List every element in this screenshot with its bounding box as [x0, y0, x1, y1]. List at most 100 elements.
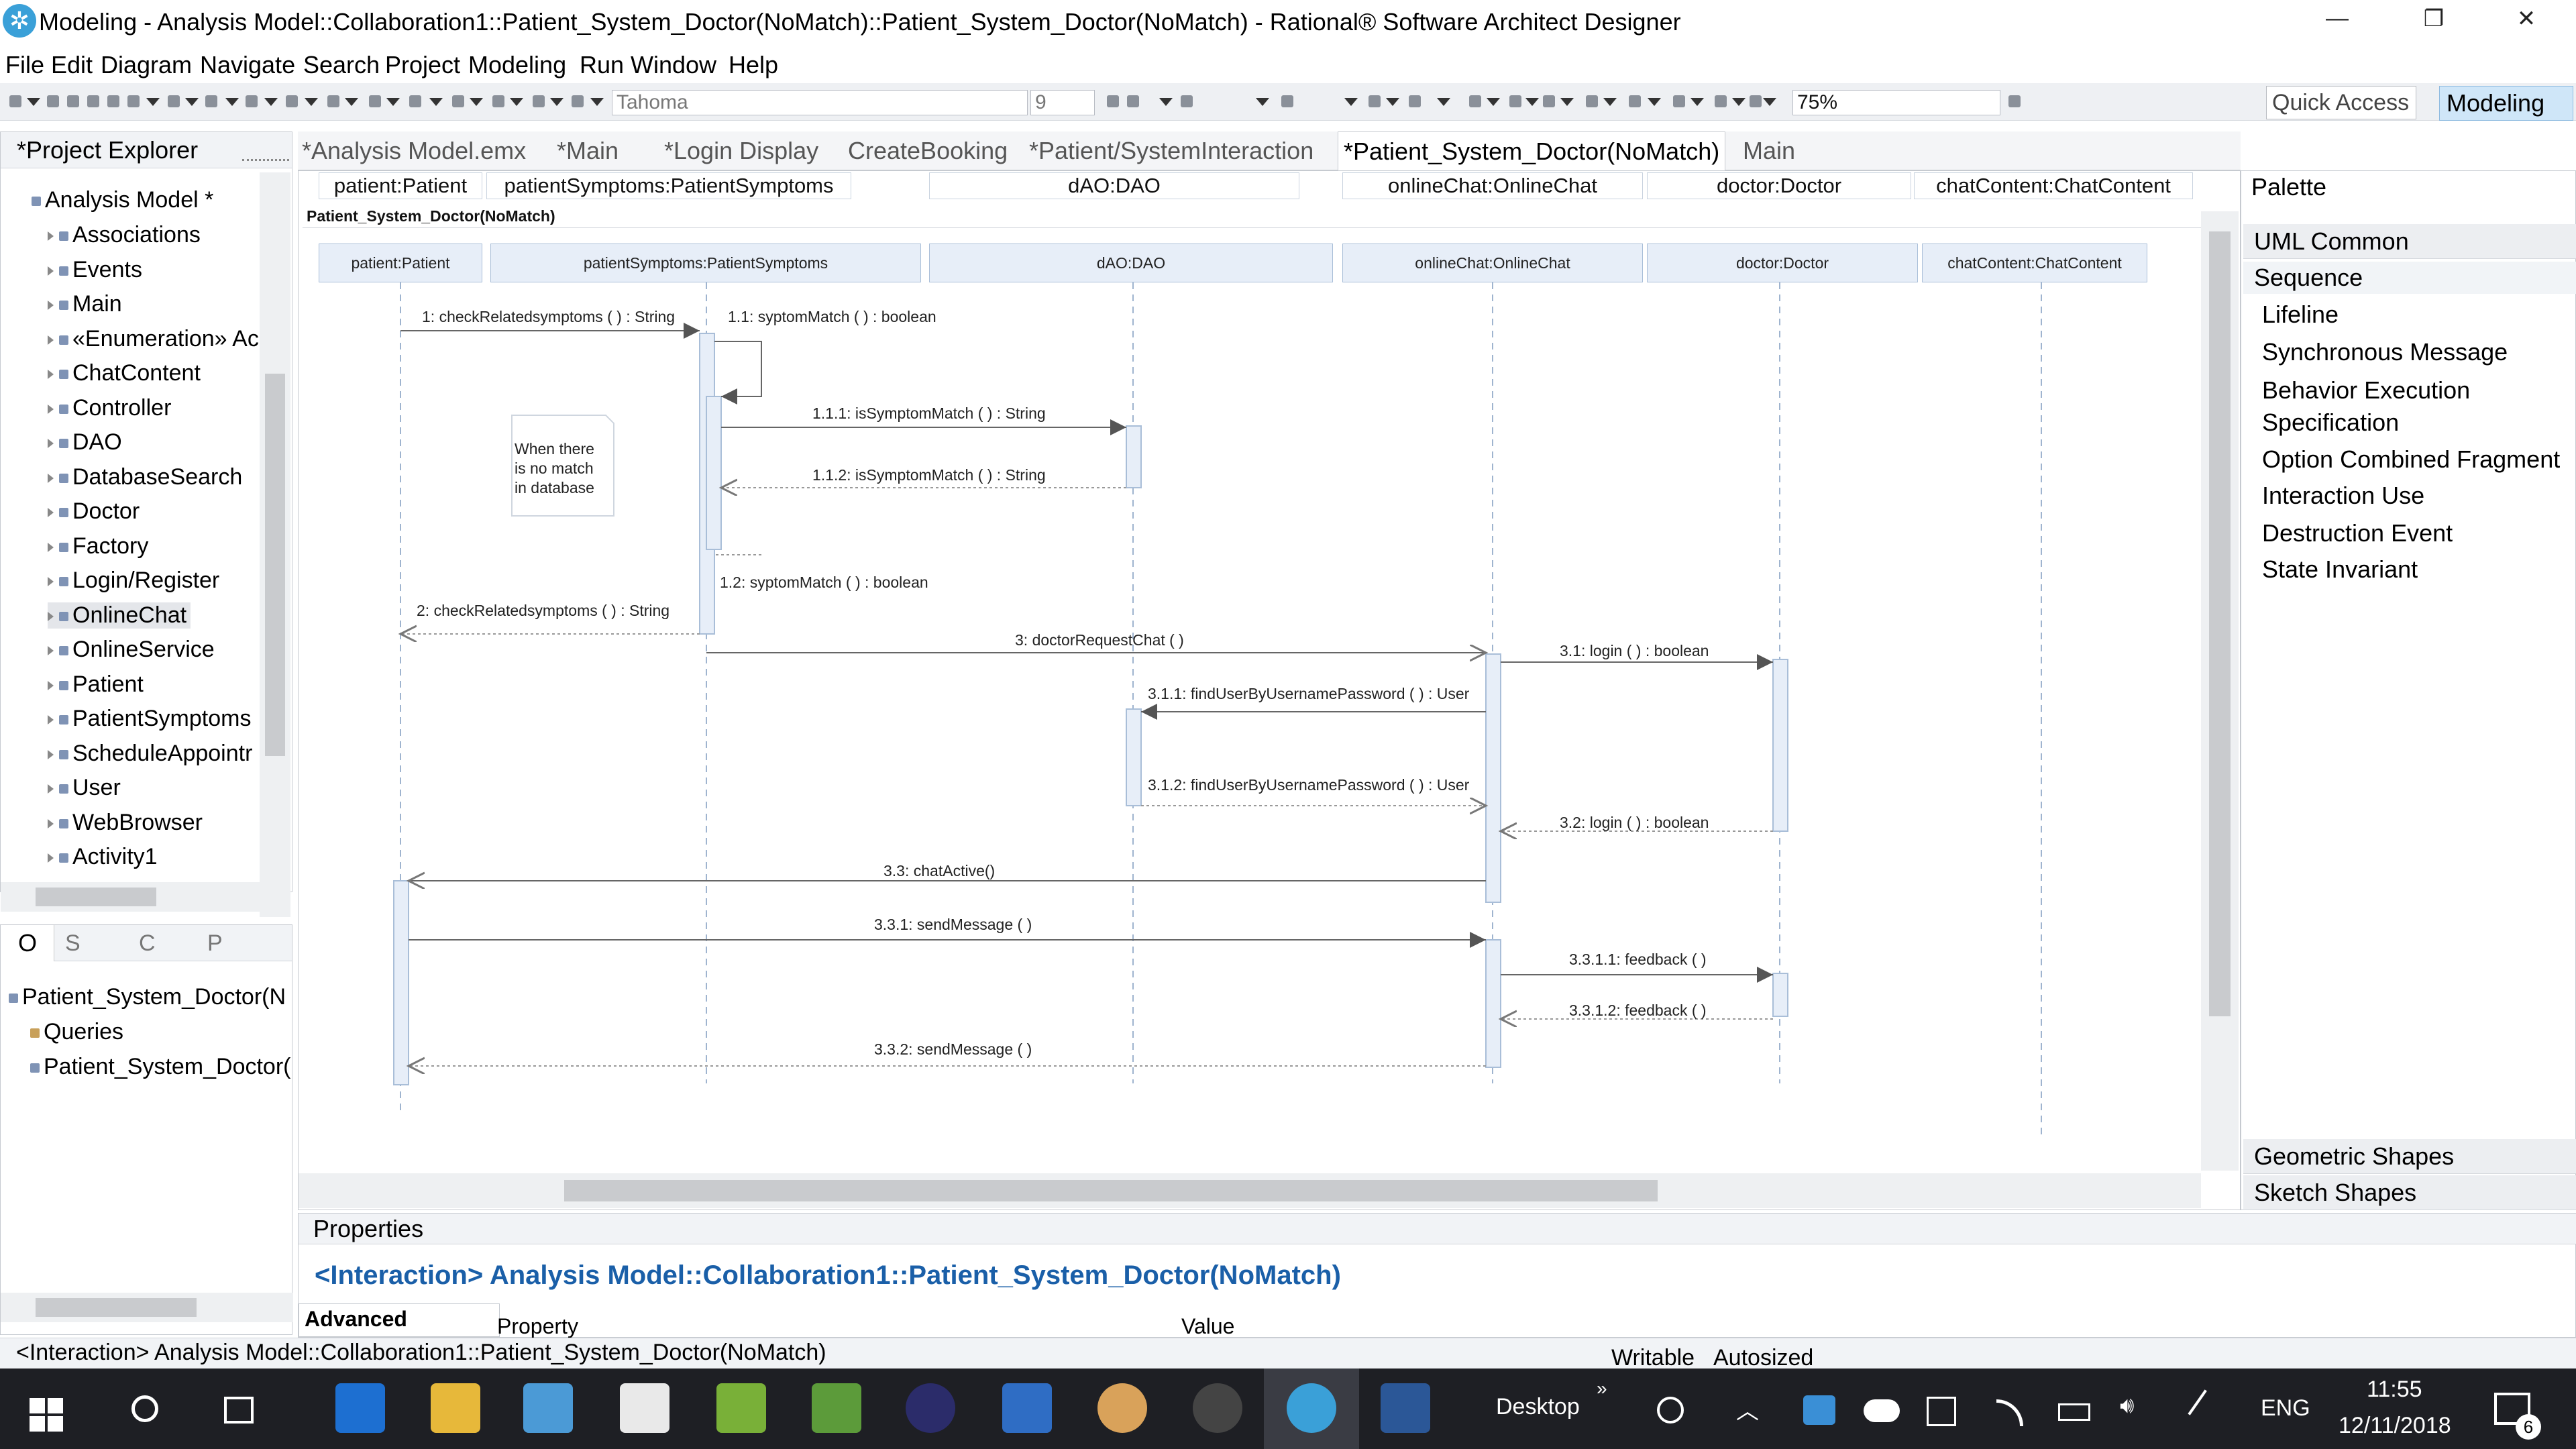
android-studio-icon[interactable] — [716, 1383, 766, 1433]
tree-item[interactable]: Doctor — [48, 498, 140, 525]
msg-1-1-1[interactable]: 1.1.1: isSymptomMatch ( ) : String — [812, 405, 1046, 422]
order-icon[interactable] — [1586, 95, 1598, 107]
tree-item[interactable]: Factory — [48, 533, 148, 559]
volume-icon[interactable]: 🔊︎ — [2120, 1393, 2135, 1418]
tree-item[interactable]: WebBrowser — [48, 810, 203, 836]
wifi-icon[interactable] — [1996, 1399, 2023, 1426]
msg-3-1-1[interactable]: 3.1.1: findUserByUsernamePassword ( ) : … — [1148, 685, 1470, 702]
chevron-right-icon[interactable] — [48, 680, 54, 690]
chevron-down-icon[interactable] — [27, 98, 40, 106]
next-annotation-icon[interactable] — [409, 95, 421, 107]
file-explorer-icon[interactable] — [431, 1383, 480, 1433]
palette-item-option-combined-fragment[interactable]: Option Combined Fragment — [2262, 445, 2561, 473]
store-icon[interactable] — [523, 1383, 573, 1433]
tree-item[interactable]: Associations — [48, 222, 201, 248]
palette-item-synchronous-message[interactable]: Synchronous Message — [2262, 338, 2508, 366]
onedrive-cloud-icon[interactable] — [1864, 1399, 1900, 1422]
palette-item-lifeline[interactable]: Lifeline — [2262, 301, 2339, 328]
header-lifeline-dao[interactable]: dAO:DAO — [929, 172, 1299, 199]
word-icon[interactable] — [1381, 1383, 1430, 1433]
filter-icon[interactable] — [1715, 95, 1727, 107]
zoom-select[interactable]: 75% — [1792, 90, 2000, 115]
start-windows-icon[interactable] — [30, 1398, 63, 1432]
msg-3-3-1-1[interactable]: 3.3.1.1: feedback ( ) — [1569, 951, 1707, 968]
menu-diagram[interactable]: Diagram — [101, 51, 193, 78]
app-icon-green[interactable] — [812, 1383, 861, 1433]
tree-item[interactable]: OnlineService — [48, 637, 215, 663]
task-view-icon[interactable] — [224, 1397, 254, 1424]
chevron-down-icon[interactable] — [550, 98, 564, 106]
lifeline-doctor[interactable]: doctor:Doctor — [1647, 244, 1918, 282]
chevron-down-icon[interactable] — [305, 98, 318, 106]
settings-gear-icon[interactable] — [1193, 1383, 1242, 1433]
tree-item[interactable]: Events — [48, 257, 142, 283]
explorer-scrollbar[interactable] — [260, 172, 290, 917]
diagram-editor[interactable]: patient:Patient patientSymptoms:PatientS… — [298, 170, 2241, 1210]
tab-main[interactable]: *Main — [557, 137, 619, 164]
palette-category-geometric-shapes[interactable]: Geometric Shapes — [2243, 1139, 2576, 1174]
clock-date[interactable]: 12/11/2018 — [2339, 1413, 2451, 1438]
network-app-icon[interactable] — [1002, 1383, 1052, 1433]
language-indicator[interactable]: ENG — [2261, 1395, 2310, 1421]
tree-item[interactable]: PatientSymptoms — [48, 706, 251, 732]
msg-1[interactable]: 1: checkRelatedsymptoms ( ) : String — [422, 308, 676, 325]
tree-item[interactable]: DatabaseSearch — [48, 464, 242, 490]
tab-login-display[interactable]: *Login Display — [664, 137, 819, 164]
search-icon[interactable] — [131, 1395, 158, 1422]
message-arrows[interactable] — [400, 323, 1773, 1066]
explorer-hscrollbar[interactable] — [1, 882, 260, 912]
msg-1-2[interactable]: 1.2: syptomMatch ( ) : boolean — [720, 574, 928, 591]
palette-item-state-invariant[interactable]: State Invariant — [2262, 555, 2418, 583]
msg-3-2[interactable]: 3.2: login ( ) : boolean — [1560, 814, 1709, 831]
chevron-right-icon[interactable] — [48, 853, 54, 863]
menu-file[interactable]: File — [5, 51, 45, 78]
chevron-down-icon[interactable] — [1159, 98, 1173, 106]
chevron-down-icon[interactable] — [345, 98, 358, 106]
menu-navigate[interactable]: Navigate — [200, 51, 296, 78]
tree-item[interactable]: Login/Register — [48, 568, 219, 594]
chevron-down-icon[interactable] — [510, 98, 523, 106]
menu-modeling[interactable]: Modeling — [468, 51, 567, 78]
palette-category-sequence[interactable]: Sequence — [2243, 262, 2576, 294]
outline-tab-s[interactable]: S — [65, 930, 80, 956]
header-lifeline-onlinechat[interactable]: onlineChat:OnlineChat — [1342, 172, 1643, 199]
msg-1-1-2[interactable]: 1.1.2: isSymptomMatch ( ) : String — [812, 466, 1046, 484]
rsa-taskbar-active[interactable] — [1264, 1368, 1359, 1449]
chevron-down-icon[interactable] — [1603, 98, 1617, 106]
lifeline-onlinechat[interactable]: onlineChat:OnlineChat — [1342, 244, 1643, 282]
undo-icon[interactable] — [168, 95, 180, 107]
compartment-icon[interactable] — [1750, 95, 1762, 107]
menu-help[interactable]: Help — [729, 51, 779, 78]
chevron-right-icon[interactable] — [48, 542, 54, 552]
chevron-right-icon[interactable] — [48, 611, 54, 621]
chevron-right-icon[interactable] — [48, 266, 54, 276]
pen-icon[interactable] — [2188, 1389, 2229, 1431]
chevron-right-icon[interactable] — [48, 646, 54, 656]
debug-icon[interactable] — [286, 95, 298, 107]
msg-3-3-1[interactable]: 3.3.1: sendMessage ( ) — [874, 916, 1032, 933]
chevron-down-icon[interactable] — [1437, 98, 1450, 106]
chevron-down-icon[interactable] — [1344, 98, 1358, 106]
header-lifeline-chatcontent[interactable]: chatContent:ChatContent — [1914, 172, 2193, 199]
palette-title[interactable]: Palette — [2251, 173, 2327, 201]
diagram-vscrollbar[interactable] — [2201, 211, 2239, 1171]
outline-tab-c[interactable]: C — [139, 930, 156, 956]
eclipse-icon[interactable] — [906, 1383, 955, 1433]
chevron-right-icon[interactable] — [48, 231, 54, 241]
outline-hscrollbar[interactable] — [1, 1293, 293, 1322]
forward-icon[interactable] — [533, 95, 545, 107]
chevron-right-icon[interactable] — [48, 577, 54, 587]
tab-patient-system-interaction[interactable]: *Patient/SystemInteraction — [1029, 137, 1314, 164]
run-icon[interactable] — [246, 95, 258, 107]
execution-specs[interactable] — [393, 333, 1788, 1085]
menu-window[interactable]: Window — [631, 51, 717, 78]
close-button[interactable]: ✕ — [2516, 6, 2536, 32]
chevron-down-icon[interactable] — [1648, 98, 1661, 106]
menu-run[interactable]: Run — [580, 51, 625, 78]
palette-category-uml-common[interactable]: UML Common — [2243, 224, 2576, 259]
paint-icon[interactable] — [1097, 1383, 1147, 1433]
lifeline-dao[interactable]: dAO:DAO — [929, 244, 1333, 282]
msg-3-3-2[interactable]: 3.3.2: sendMessage ( ) — [874, 1040, 1032, 1058]
chevron-right-icon[interactable] — [48, 370, 54, 380]
clock-time[interactable]: 11:55 — [2367, 1377, 2422, 1402]
